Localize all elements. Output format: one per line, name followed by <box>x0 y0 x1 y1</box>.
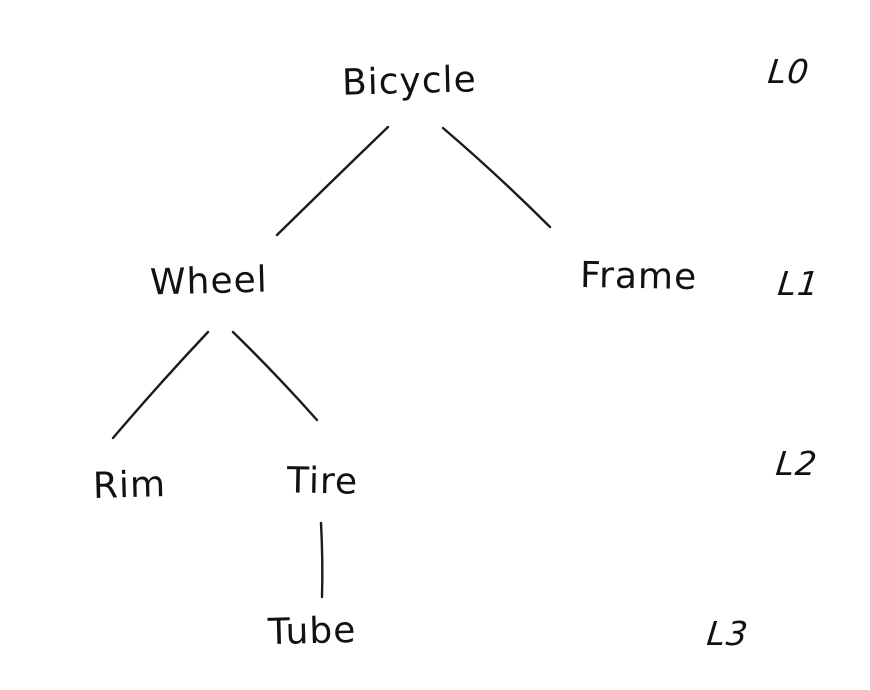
edge-tire-tube <box>319 521 324 599</box>
edge-bicycle-frame <box>441 126 552 229</box>
edge-wheel-rim <box>111 330 210 440</box>
node-tube: Tube <box>267 609 357 654</box>
level-label-l0: L0 <box>766 52 812 91</box>
node-frame: Frame <box>579 254 698 299</box>
node-tire: Tire <box>286 460 359 503</box>
level-label-l3: L3 <box>705 614 751 653</box>
node-bicycle: Bicycle <box>341 59 478 104</box>
level-label-l2: L2 <box>774 444 820 483</box>
node-rim: Rim <box>92 464 167 507</box>
edge-bicycle-wheel <box>275 125 390 237</box>
edge-wheel-tire <box>231 330 319 422</box>
level-label-l1: L1 <box>776 264 822 303</box>
node-wheel: Wheel <box>149 259 269 304</box>
